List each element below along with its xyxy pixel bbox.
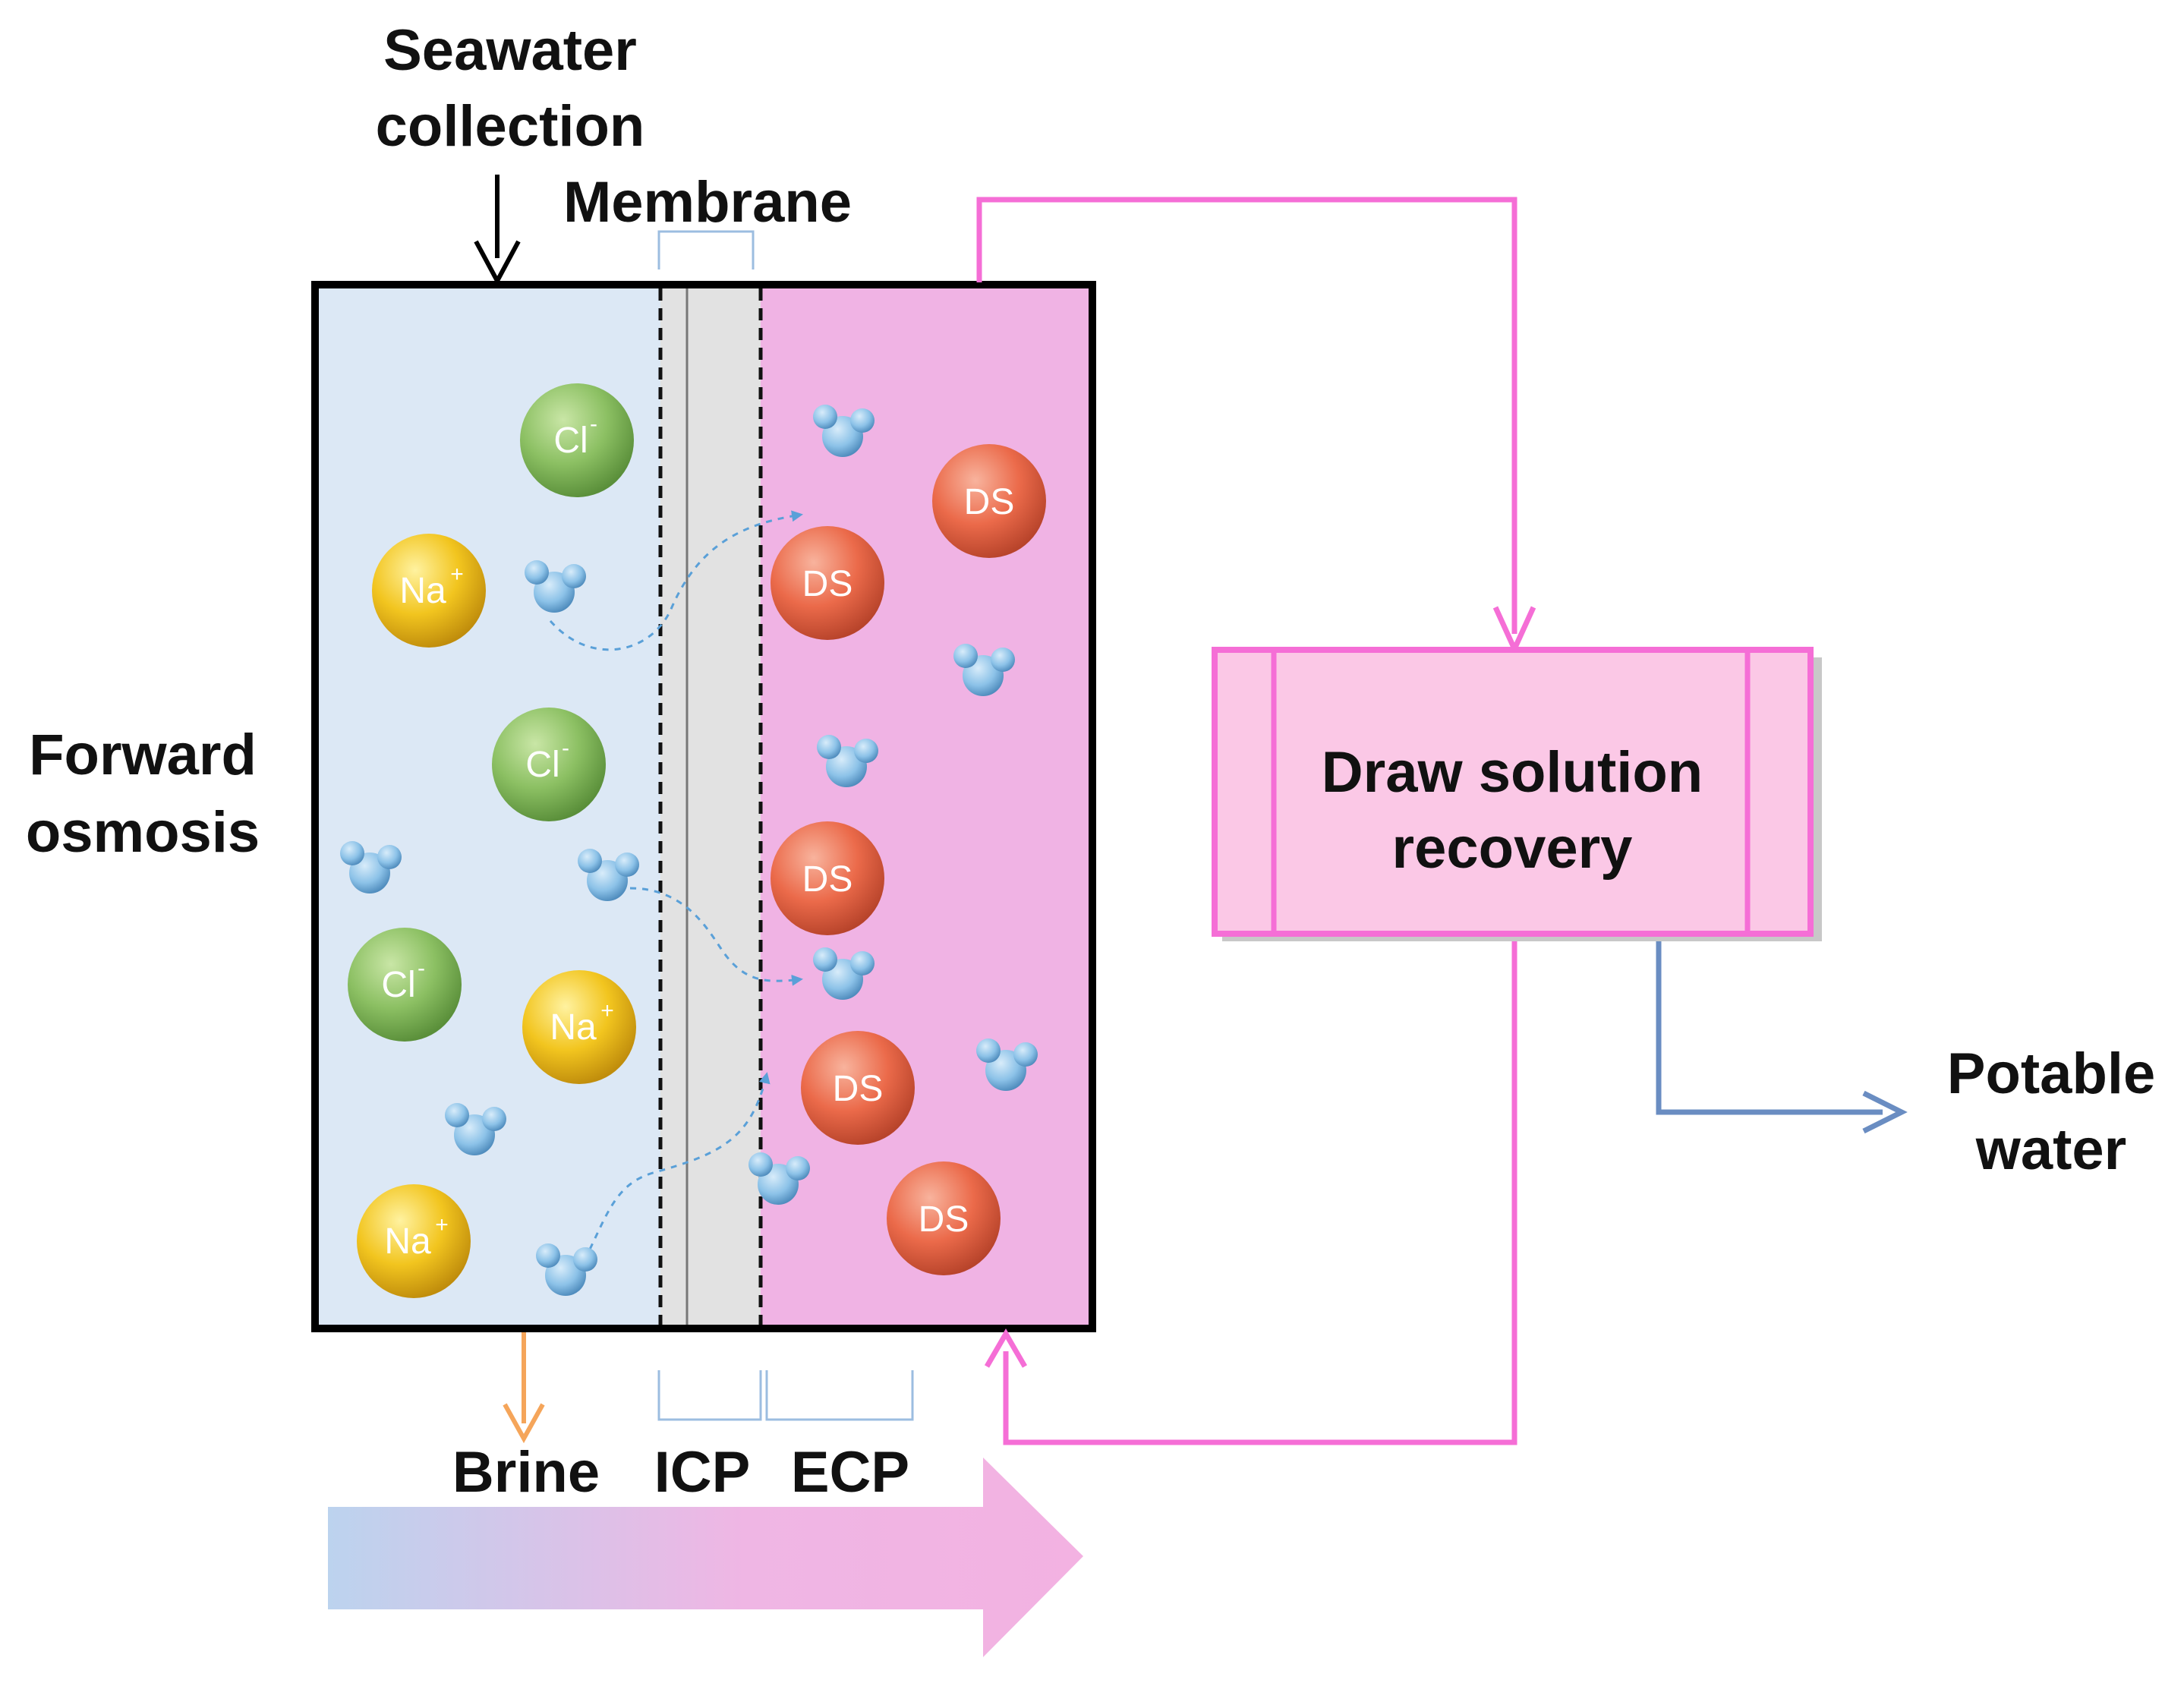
draw-solute-icon: DS [771,821,884,935]
draw-side [761,285,1092,1328]
concentrated-draw-line [1003,941,1517,1445]
draw-solute-icon: DS [801,1031,915,1145]
water-label: water [1975,1117,2127,1182]
potable-water-arrowhead [1862,1090,1908,1134]
chloride-ion-icon: Cl - [492,708,606,821]
draw-solute-icon: DS [771,526,884,640]
icp-bracket [657,1370,762,1421]
sodium-ion-icon: Na + [357,1184,471,1298]
forward-label: Forward [29,723,257,787]
diluted-draw-line [976,197,1517,634]
potable-water-line [1656,941,1883,1115]
svg-text:DS: DS [964,482,1015,522]
potable-label: Potable [1947,1042,2156,1106]
sodium-ion-icon: Na + [522,970,636,1084]
svg-text:-: - [418,956,425,981]
water-flux-path [549,510,803,651]
membrane-label: Membrane [563,170,852,235]
icp-label: ICP [654,1440,751,1505]
sodium-ion-icon: Na + [372,534,486,648]
svg-text:Na: Na [550,1007,597,1048]
water-flux-path [629,887,803,986]
svg-text:DS: DS [802,564,853,604]
svg-text:Cl: Cl [525,745,559,785]
brine-label: Brine [452,1440,600,1505]
seawater-inlet-arrowhead [474,240,521,286]
svg-text:Cl: Cl [381,965,415,1005]
draw-solution-recovery-box [1212,647,1814,937]
svg-text:-: - [590,411,597,437]
svg-text:Na: Na [384,1221,431,1262]
ecp-bracket [765,1370,914,1421]
chloride-ion-icon: Cl - [520,383,634,497]
svg-text:Na: Na [399,571,446,611]
svg-text:-: - [562,736,569,761]
svg-text:DS: DS [802,859,853,900]
osmosis-label: osmosis [26,800,260,865]
recovery-label-line2: recovery [1392,816,1633,881]
concentration-gradient-arrow [328,1458,1083,1657]
svg-text:+: + [450,562,464,587]
brine-outlet-arrowhead [503,1403,545,1444]
concentrated-draw-arrowhead [984,1328,1028,1368]
svg-text:DS: DS [833,1069,884,1109]
svg-text:DS: DS [919,1199,969,1240]
recovery-label-line1: Draw solution [1322,740,1703,805]
draw-solute-icon: DS [887,1161,1001,1275]
membrane-bracket [657,230,755,269]
svg-text:+: + [435,1212,449,1237]
svg-text:+: + [600,998,614,1023]
svg-text:Cl: Cl [553,421,588,461]
membrane-layer [660,285,761,1328]
draw-solute-icon: DS [932,444,1046,558]
module-frame [311,281,1096,1332]
collection-label: collection [376,94,645,159]
seawater-label: Seawater [383,18,637,83]
chloride-ion-icon: Cl - [348,928,462,1042]
ecp-label: ECP [791,1440,909,1505]
